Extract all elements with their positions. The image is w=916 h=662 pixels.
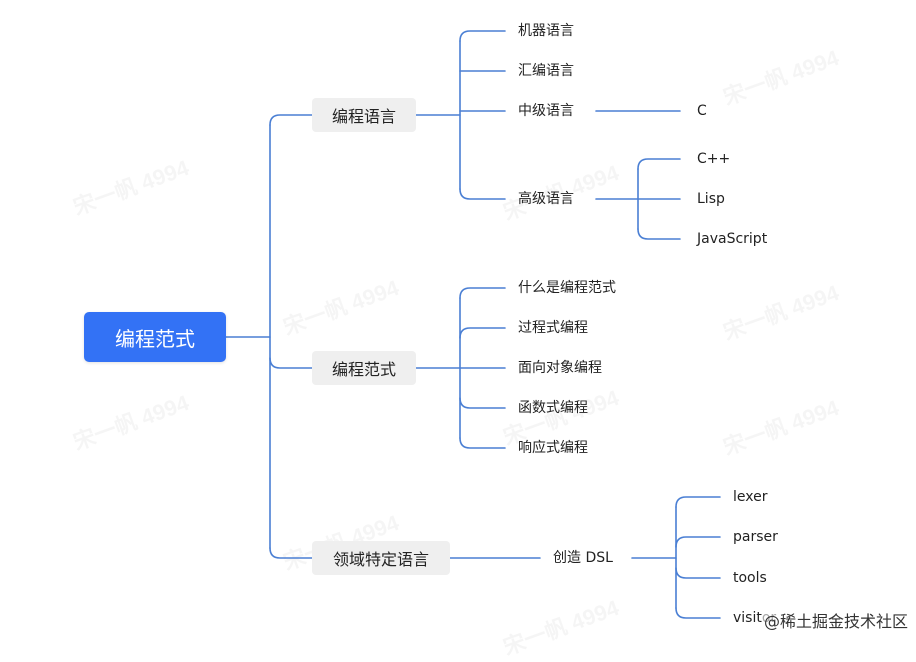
branch-node-programming-paradigms[interactable]: 编程范式 — [312, 351, 416, 385]
leaf-node-create-dsl[interactable]: 创造 DSL — [553, 550, 613, 566]
branch-node-dsl[interactable]: 领域特定语言 — [312, 541, 450, 575]
leaf-node-c[interactable]: C — [697, 103, 707, 119]
leaf-node-assembly-language[interactable]: 汇编语言 — [518, 63, 574, 79]
connector-lines — [225, 30, 721, 619]
leaf-node-tools[interactable]: tools — [733, 570, 767, 586]
footer-attribution: @稀土掘金技术社区 — [761, 608, 910, 632]
leaf-node-functional[interactable]: 函数式编程 — [518, 400, 588, 416]
leaf-node-javascript[interactable]: JavaScript — [697, 231, 768, 247]
leaf-node-machine-language[interactable]: 机器语言 — [518, 23, 574, 39]
leaf-node-cpp[interactable]: C++ — [697, 151, 731, 167]
leaf-node-lisp[interactable]: Lisp — [697, 191, 725, 207]
leaf-node-reactive[interactable]: 响应式编程 — [518, 440, 588, 456]
leaf-node-high-level-language[interactable]: 高级语言 — [518, 191, 574, 207]
leaf-node-parser[interactable]: parser — [733, 529, 778, 545]
leaf-node-lexer[interactable]: lexer — [733, 489, 768, 505]
leaf-node-mid-level-language[interactable]: 中级语言 — [518, 103, 574, 119]
leaf-node-object-oriented[interactable]: 面向对象编程 — [518, 360, 602, 376]
branch-node-programming-languages[interactable]: 编程语言 — [312, 98, 416, 132]
leaf-node-what-is-paradigm[interactable]: 什么是编程范式 — [518, 280, 616, 296]
root-node[interactable]: 编程范式 — [84, 312, 226, 362]
leaf-node-procedural[interactable]: 过程式编程 — [518, 320, 588, 336]
